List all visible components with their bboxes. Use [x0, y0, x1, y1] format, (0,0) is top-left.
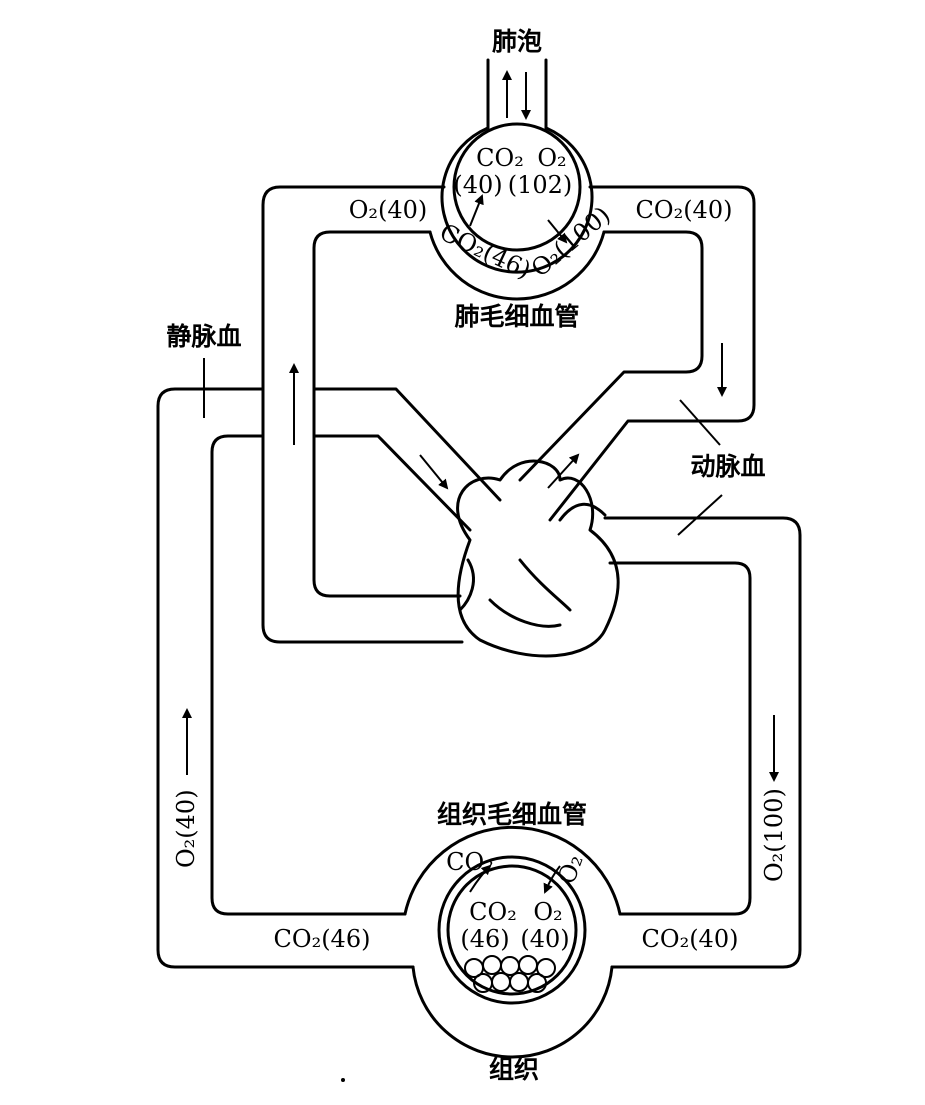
tissue-co2: CO₂	[469, 898, 517, 926]
alveolus-o2: O₂	[537, 144, 566, 172]
tissue-o2-in: O₂	[552, 851, 588, 888]
arterial-blood-leader-top	[679, 399, 721, 446]
pulmonary-artery-vessel	[261, 185, 464, 644]
flow-arrow-diag-up	[547, 453, 580, 489]
co2-to-alveolus-arrow	[469, 194, 484, 227]
alveolus-co2-value: (40)	[453, 171, 502, 199]
alveolus-co2: CO₂	[476, 144, 524, 172]
alveolus-label: 肺泡	[492, 27, 542, 56]
stray-dot	[341, 1078, 345, 1082]
heart-to-lung-vessel	[312, 387, 502, 532]
alveolus	[440, 122, 594, 274]
alveolus-o2-value: (102)	[508, 171, 573, 199]
tissue-label: 组织	[489, 1055, 539, 1084]
pulmonary-vein-vessel	[518, 185, 756, 522]
tissue-capillary	[403, 825, 622, 1059]
tissue-o2: O₂	[533, 898, 562, 926]
tissue-o2-value: (40)	[520, 925, 569, 953]
pulmonary-capillary-co2: CO₂(46)	[435, 218, 535, 284]
flow-arrow-diag-down	[419, 454, 449, 490]
arterial-blood-leader-bottom	[677, 494, 723, 536]
systemic-arterial-co2: CO₂(40)	[642, 925, 739, 953]
pulmonary-outflow-co2: CO₂(40)	[636, 196, 733, 224]
tissue-co2-out: CO₂	[446, 848, 494, 876]
tissue-co2-arrow	[469, 864, 492, 893]
alveolus-duct	[486, 58, 548, 130]
tissue-cells	[464, 955, 556, 993]
aorta-vessel	[603, 516, 802, 969]
tissue-capillary-label: 组织毛细血管	[437, 800, 587, 829]
systemic-venous-co2: CO₂(46)	[274, 925, 371, 953]
pulmonary-capillary	[428, 230, 606, 301]
systemic-arterial-o2: O₂(100)	[760, 788, 788, 882]
systemic-vein-vessel	[156, 387, 415, 969]
o2-to-blood-arrow	[547, 219, 568, 244]
pulmonary-inflow-o2: O₂(40)	[349, 196, 428, 224]
tissue-o2-arrow	[543, 865, 561, 894]
tissue-co2-value: (46)	[460, 925, 509, 953]
pulmonary-capillary-label: 肺毛细血管	[454, 302, 579, 331]
systemic-venous-o2: O₂(40)	[172, 789, 200, 868]
heart	[456, 459, 620, 658]
venous-blood-label: 静脉血	[166, 322, 241, 351]
arterial-blood-label: 动脉血	[690, 452, 765, 481]
